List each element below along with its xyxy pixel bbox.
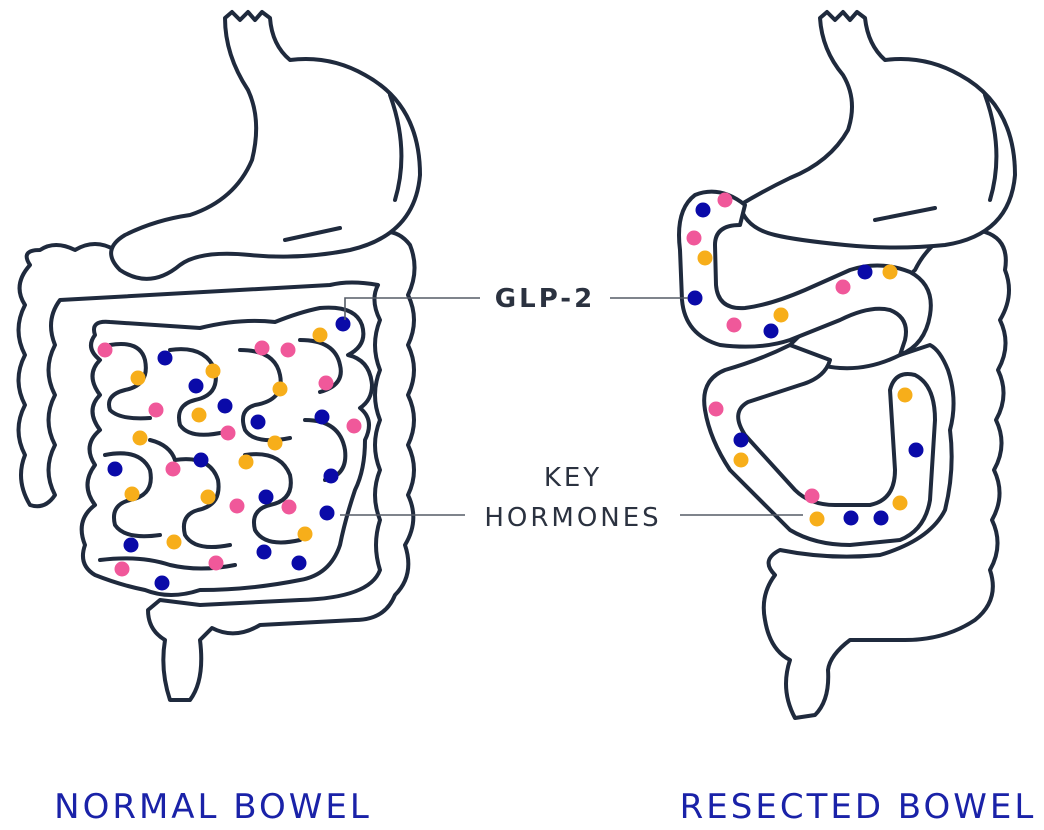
- hormone-dot-pink: [97, 342, 113, 358]
- resected-stomach: [738, 10, 1017, 250]
- hormone-dot-orange: [130, 370, 146, 386]
- hormone-dot-pink: [165, 461, 181, 477]
- hormone-dot-orange: [312, 327, 328, 343]
- hormone-dot-blue: [763, 323, 779, 339]
- hormone-dot-orange: [773, 307, 789, 323]
- hormone-dot-orange: [205, 363, 221, 379]
- hormone-dot-pink: [220, 425, 236, 441]
- hormone-dot-orange: [882, 264, 898, 280]
- hormone-dot-pink: [717, 192, 733, 208]
- normal-stomach: [109, 10, 422, 281]
- normal-loop-2: [168, 347, 227, 437]
- hormone-dot-orange: [132, 430, 148, 446]
- hormone-dot-orange: [892, 495, 908, 511]
- normal-loop-3: [238, 348, 292, 443]
- hormones-label: HORMONES: [484, 503, 661, 533]
- normal-stomach-curve: [388, 93, 404, 202]
- hormone-dot-orange: [809, 511, 825, 527]
- normal-loop-7: [243, 452, 302, 545]
- hormone-dot-blue: [193, 452, 209, 468]
- hormone-dot-blue: [250, 414, 266, 430]
- hormone-dot-orange: [191, 407, 207, 423]
- hormone-dot-blue: [319, 505, 335, 521]
- resected-bowel-illustration: [677, 10, 1017, 720]
- hormone-dot-blue: [687, 290, 703, 306]
- callouts: GLP-2 KEY HORMONES: [340, 284, 803, 533]
- hormone-dot-pink: [726, 317, 742, 333]
- hormone-dot-orange: [733, 452, 749, 468]
- hormone-dot-pink: [686, 230, 702, 246]
- resected-stomach-fold: [873, 206, 937, 222]
- glp2-leader-left: [344, 297, 480, 320]
- normal-bowel-illustration: [16, 10, 422, 702]
- hormone-dot-blue: [733, 432, 749, 448]
- resected-intestine-upper: [677, 189, 933, 357]
- hormone-dot-blue: [157, 350, 173, 366]
- hormone-dot-orange: [272, 381, 288, 397]
- hormone-dot-blue: [314, 409, 330, 425]
- hormone-dot-pink: [281, 499, 297, 515]
- resected-stomach-curve: [983, 93, 999, 202]
- hormone-dot-pink: [346, 418, 362, 434]
- hormone-dot-blue: [857, 264, 873, 280]
- hormone-dot-orange: [697, 250, 713, 266]
- hormone-dot-blue: [154, 575, 170, 591]
- glp2-label: GLP-2: [495, 284, 595, 314]
- hormone-dot-blue: [843, 510, 859, 526]
- hormone-dot-pink: [804, 488, 820, 504]
- hormone-dot-pink: [114, 561, 130, 577]
- hormone-dot-orange: [166, 534, 182, 550]
- resected-intestine-lower: [702, 343, 937, 547]
- hormone-dot-orange: [124, 486, 140, 502]
- hormone-dot-pink: [254, 340, 270, 356]
- hormone-dot-orange: [297, 526, 313, 542]
- hormone-dot-pink: [208, 555, 224, 571]
- hormone-dot-blue: [291, 555, 307, 571]
- key-label: KEY: [544, 463, 602, 493]
- normal-stomach-fold: [283, 226, 342, 242]
- hormone-dot-blue: [695, 202, 711, 218]
- normal-loop-1: [107, 342, 152, 421]
- resected-hormone-dots: [686, 192, 924, 527]
- hormone-dot-orange: [238, 454, 254, 470]
- hormone-dot-blue: [256, 544, 272, 560]
- hormone-dot-blue: [873, 510, 889, 526]
- hormone-dot-orange: [200, 489, 216, 505]
- hormone-dot-blue: [188, 378, 204, 394]
- hormone-dot-pink: [229, 498, 245, 514]
- hormone-dot-blue: [258, 489, 274, 505]
- hormone-dot-blue: [107, 461, 123, 477]
- hormone-dot-blue: [335, 316, 351, 332]
- hormone-dot-orange: [267, 435, 283, 451]
- hormone-dot-orange: [897, 387, 913, 403]
- hormone-dot-blue: [908, 442, 924, 458]
- normal-bowel-caption: NORMAL BOWEL: [54, 787, 372, 827]
- normal-loop-6: [173, 457, 232, 549]
- normal-hormone-dots: [97, 316, 362, 591]
- hormone-dot-pink: [318, 375, 334, 391]
- hormone-dot-pink: [148, 402, 164, 418]
- hormone-dot-pink: [280, 342, 296, 358]
- hormone-dot-blue: [123, 537, 139, 553]
- hormone-dot-pink: [708, 401, 724, 417]
- hormone-dot-blue: [217, 398, 233, 414]
- hormone-dot-pink: [835, 279, 851, 295]
- hormone-dot-blue: [323, 468, 339, 484]
- resected-bowel-caption: RESECTED BOWEL: [680, 787, 1037, 827]
- normal-small-intestine: [79, 305, 374, 597]
- normal-loop-10: [148, 438, 177, 462]
